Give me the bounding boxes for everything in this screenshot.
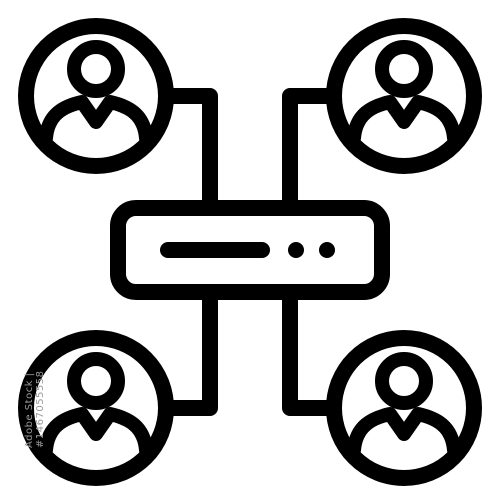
server-indicator-dots [288,242,335,258]
user-avatar-top-right [334,26,474,166]
connector-top-right [282,88,336,216]
user-avatar-bottom-right [334,338,474,478]
indicator-dot-2 [319,242,335,258]
connector-bottom-left [164,284,218,416]
server-box [110,200,390,300]
connector-bottom-right [282,284,336,416]
user-avatar-top-left [26,26,166,166]
indicator-dot-1 [288,242,304,258]
connector-top-left [164,88,218,216]
stock-watermark: Adobe Stock | #1467055558 [24,328,46,448]
user-avatar-bottom-left [26,338,166,478]
watermark-text: Adobe Stock | #1467055558 [24,370,46,448]
